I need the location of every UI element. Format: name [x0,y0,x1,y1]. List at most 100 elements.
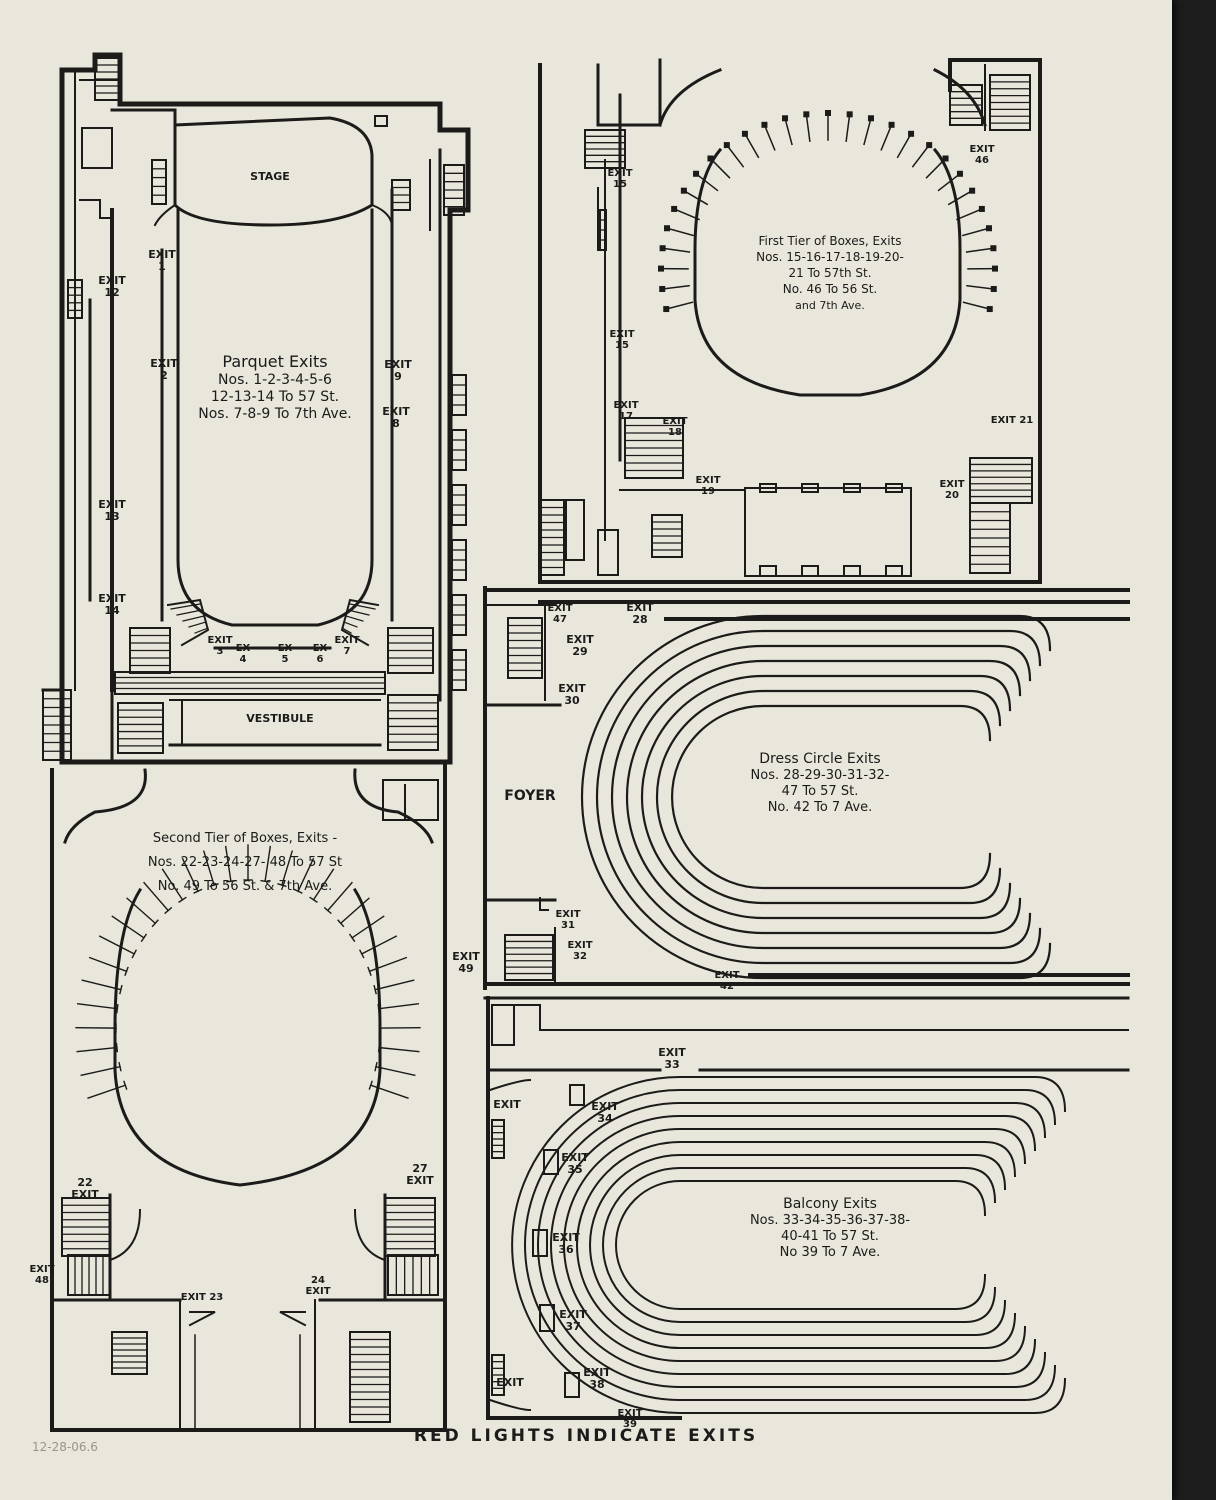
tier1-box-marker [693,170,700,177]
tier1-box-partition [947,189,974,206]
tier2-door [353,1208,387,1262]
exit-32-label-line: EXIT [567,940,592,951]
tier1-title-line: Nos. 15-16-17-18-19-20- [756,250,904,264]
exit-40-label: EXIT [493,1098,521,1111]
tier1-box-partition [661,247,691,253]
exit-36-label-line: 36 [558,1243,574,1256]
exit-32-label-line: 32 [573,951,587,962]
tier1-box-partition [896,132,913,159]
exit-12-label-line: 12 [104,286,119,299]
parquet-vestibule-stairs-left [117,702,164,754]
tier2-title-line: Second Tier of Boxes, Exits - [153,831,338,846]
tier2-box-partition [339,897,370,925]
exit-31-label-line: EXIT [555,909,580,920]
balcony-door [488,1078,532,1092]
balcony-wall [499,1004,1129,1031]
exit-48-label-line: EXIT [29,1264,54,1275]
balcony-exit-box [564,1372,580,1398]
exit-21-label: EXIT 21 [991,415,1034,426]
parquet-side-stairs [67,279,83,319]
balcony-seat-row [615,1180,987,1310]
tier1-front-post [801,483,819,493]
tier1-room [597,529,619,576]
tier1-box-marker [986,306,993,313]
stair-step [170,603,201,610]
exit-9-label-line: EXIT [384,358,412,371]
tier2-box-tick [377,1003,380,1014]
tier2-box-partition [126,897,157,925]
tier1-box-marker [846,111,853,118]
exit-7-label-line: EXIT [334,635,359,646]
tier1-box-partition [694,172,719,192]
exit-49-label-line: EXIT [452,950,480,963]
balcony-title-line: 40-41 To 57 St. [781,1229,879,1244]
tier1-box-marker [825,110,831,116]
parquet-proscenium [153,203,177,227]
parquet-vestibule-stairs-right [387,694,439,751]
balcony-room [491,1004,515,1046]
tier1-box-marker [867,115,874,122]
exit-49-label-line: 49 [458,962,473,975]
exit-24-label-line: EXIT [305,1286,330,1297]
tier2-box-partition [375,1065,416,1077]
tier1-front-room [744,487,912,577]
tier1-box-partition [925,157,947,179]
exit-38-label-line: EXIT [583,1366,611,1379]
dress-seat-row [610,644,1032,950]
tier1-box-marker [942,155,949,162]
tier2-box-partition [351,915,385,939]
exit-1-label-line: EXIT [148,248,176,261]
tier2-box-tick [209,882,219,888]
pencil-note: 12-28-06.6 [32,1440,98,1454]
tier1-box-marker [723,142,730,149]
tier2-box-tick [119,984,123,995]
exit-17-label-line: EXIT [613,400,638,411]
vestibule-label-line: VESTIBULE [246,712,313,725]
balcony-seat-row [589,1154,1007,1336]
dress-title-line: No. 42 To 7 Ave. [768,800,873,815]
tier1-box-partition [805,113,811,142]
tier2-box-tick [131,949,138,959]
tier1-box-marker [741,130,748,137]
tier2-box-tick [260,879,270,883]
tier1-box-partition [743,132,760,159]
exit-29-label-line: 29 [572,645,587,658]
exit-5-label-line: EX [278,643,293,654]
tier1-box-partition [962,227,990,237]
exit-30-label-line: 30 [564,694,580,707]
tier2-box-partition [161,868,184,901]
tier2-box-tick [348,933,356,943]
exit-19-label-line: EXIT [695,475,720,486]
balcony-seat-row [524,1089,1057,1401]
exit-15b-label-line: 15 [615,340,629,351]
tier1-title-line: 21 To 57th St. [788,266,871,280]
balcony-seat-row [511,1076,1067,1414]
exit-21-label-line: EXIT 21 [991,415,1034,426]
exit-27-label-line: EXIT [406,1174,434,1187]
exit-33-label-line: EXIT [658,1046,686,1059]
exit-9-label-line: 9 [394,370,402,383]
exit-18-label-line: 18 [668,427,682,438]
exit-35-label-line: 35 [567,1163,582,1176]
tier1-box-marker [782,115,789,122]
tier2-box-tick [151,919,159,928]
dress-seat-row [655,689,1002,905]
balcony-seat-row [563,1128,1027,1362]
balcony-seat-row [550,1115,1037,1375]
tier2-box-tick [226,879,236,883]
balcony-title-line: No 39 To 7 Ave. [780,1245,881,1260]
